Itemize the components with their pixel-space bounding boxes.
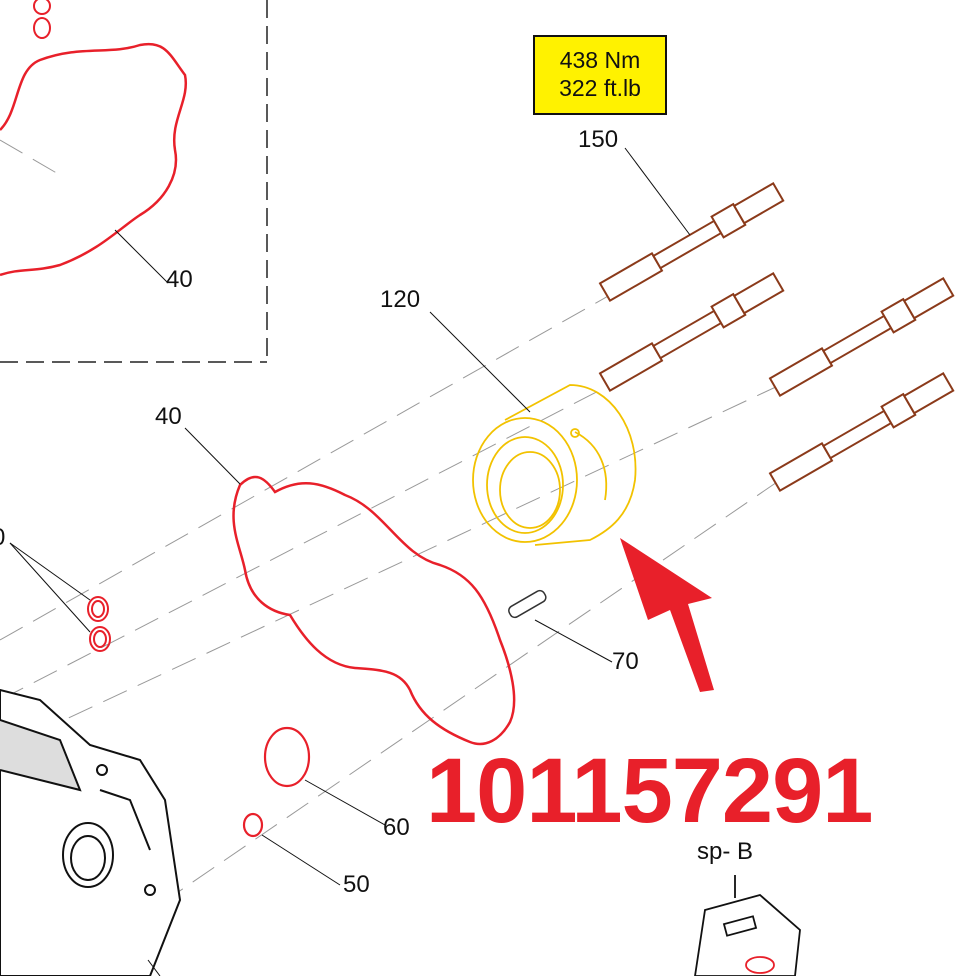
leader-40-top <box>114 229 169 284</box>
callout-120: 120 <box>380 286 421 313</box>
stud <box>598 181 785 303</box>
subassembly-boundary <box>0 0 268 363</box>
leader-40-main <box>184 427 241 485</box>
stud <box>768 276 955 398</box>
pin <box>508 589 547 619</box>
callout-60: 60 <box>383 814 410 841</box>
orings-left <box>87 596 111 652</box>
callout-40-top: 40 <box>166 266 193 293</box>
oring-60 <box>263 726 311 788</box>
callout-150: 150 <box>578 126 619 153</box>
leader-120 <box>429 311 531 413</box>
gasket-main <box>232 475 516 746</box>
callout-70: 70 <box>612 648 639 675</box>
callout-40-main: 40 <box>155 403 182 430</box>
oring-top-left <box>33 0 51 39</box>
leader-70 <box>534 619 613 663</box>
studs <box>598 181 955 493</box>
gasket-top-left <box>0 42 188 277</box>
oring-50 <box>242 812 264 838</box>
torque-spec-box: 438 Nm 322 ft.lb <box>533 35 667 115</box>
part-number: 101157291 <box>426 740 873 842</box>
subassembly-label: sp- B <box>697 838 754 865</box>
torque-metric: 438 Nm <box>559 47 641 74</box>
callout-50: 50 <box>343 871 370 898</box>
subassembly-b-part <box>694 875 801 976</box>
stud <box>768 371 955 493</box>
stud <box>598 271 785 393</box>
pointer-arrow <box>620 538 714 692</box>
torque-imperial: 322 ft.lb <box>559 75 641 101</box>
leader-150 <box>624 147 691 236</box>
bushing <box>472 384 637 546</box>
housing <box>0 688 182 976</box>
callout-orings-left: 0 <box>0 526 5 550</box>
